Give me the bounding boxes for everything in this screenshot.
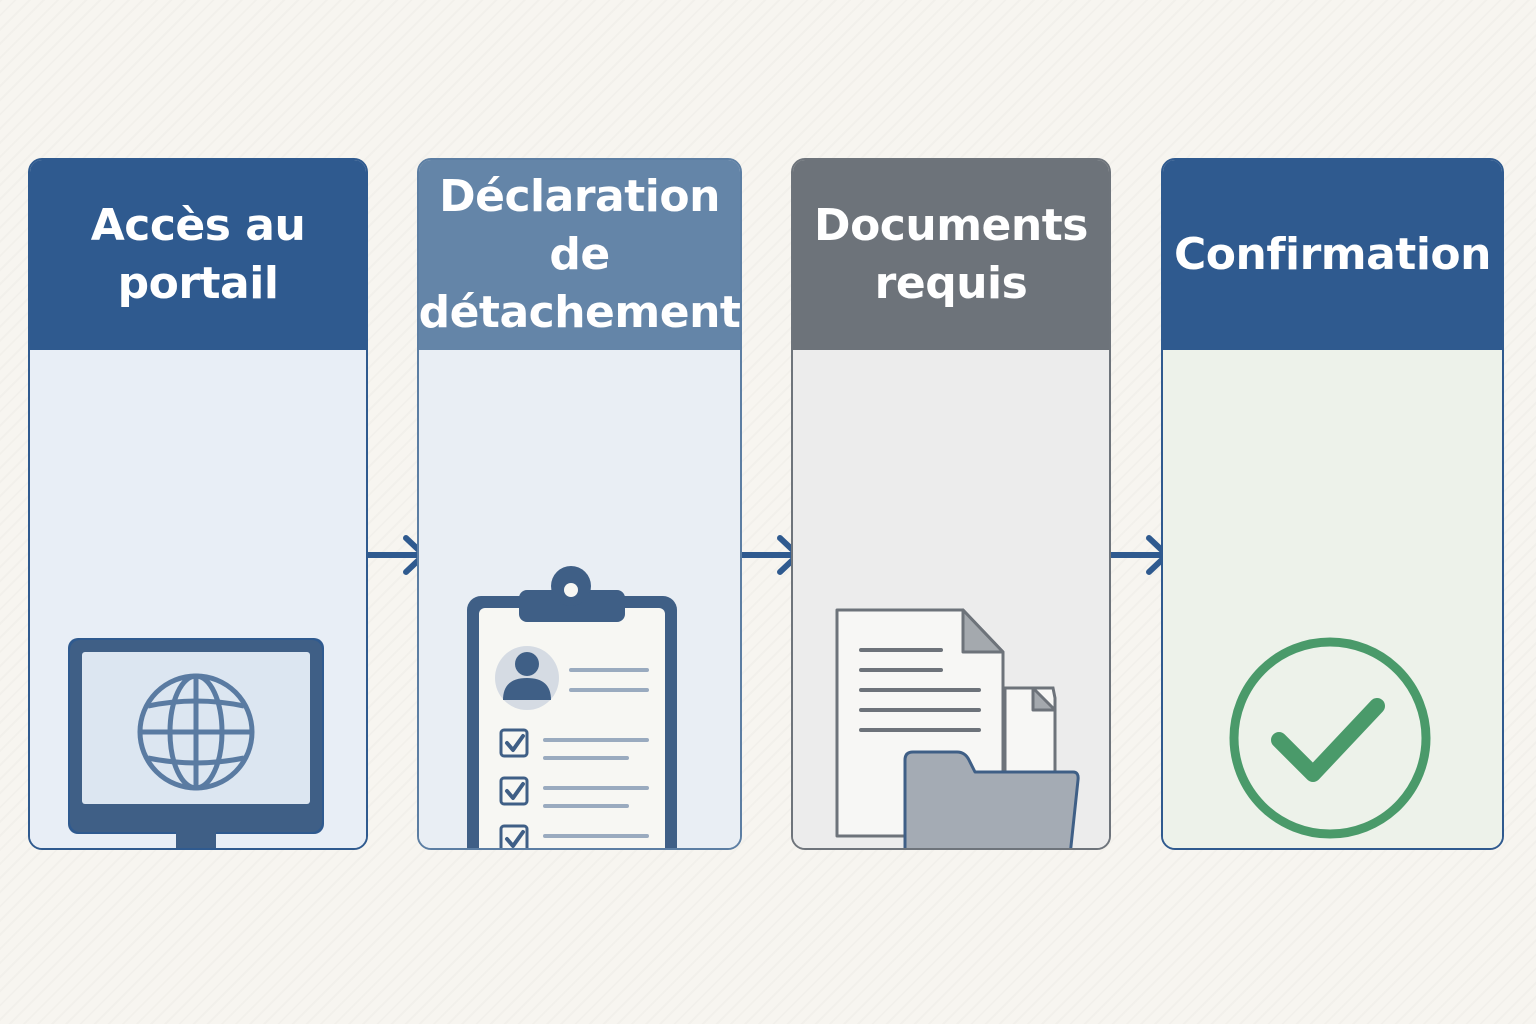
step-title-line1: Déclaration de <box>439 171 720 280</box>
step-header: Confirmation <box>1163 160 1502 350</box>
step-header: Accès au portail <box>30 160 366 350</box>
step-body <box>1163 350 1502 848</box>
step-title-line1: Confirmation <box>1174 229 1491 280</box>
step-header: Déclaration de détachement <box>419 160 740 350</box>
step-title-line1: Accès au <box>90 200 306 251</box>
step-title-line2: requis <box>874 258 1028 309</box>
documents-folder-icon <box>835 608 1080 848</box>
step-card-confirmation: Confirmation <box>1161 158 1504 850</box>
step-card-documents: Documents requis <box>791 158 1111 850</box>
monitor-globe-icon <box>68 638 324 848</box>
step-header: Documents requis <box>793 160 1109 350</box>
step-body <box>419 350 740 848</box>
check-circle-icon <box>1229 637 1431 839</box>
step-card-declaration: Déclaration de détachement <box>417 158 742 850</box>
step-body <box>793 350 1109 848</box>
step-card-portal-access: Accès au portail <box>28 158 368 850</box>
step-body <box>30 350 366 848</box>
step-title-line2: détachement <box>418 287 741 338</box>
step-title-line1: Documents <box>814 200 1088 251</box>
clipboard-checklist-icon <box>467 566 677 848</box>
step-title-line2: portail <box>117 258 279 309</box>
